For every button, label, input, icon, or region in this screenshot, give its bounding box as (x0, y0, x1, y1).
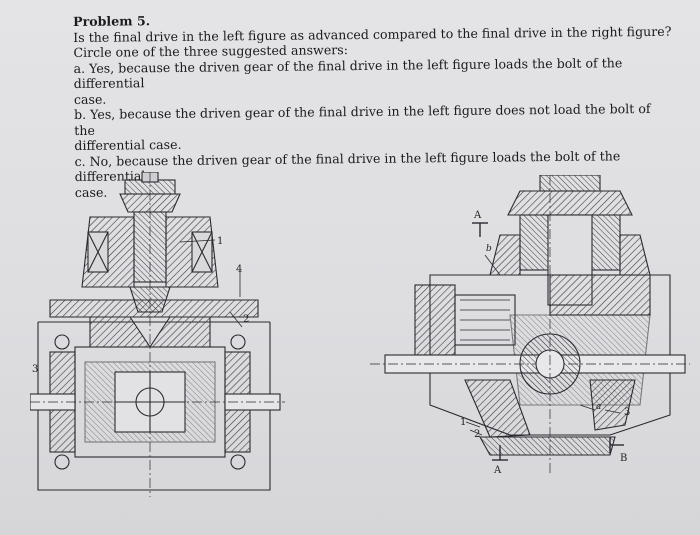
right-label-section-B: B (620, 453, 627, 464)
right-label-b: b (486, 244, 492, 254)
right-label-2: 2 (474, 429, 480, 440)
right-label-3: 3 (624, 407, 630, 418)
right-label-1: 1 (460, 417, 466, 428)
left-label-1: 1 (217, 236, 223, 247)
right-final-drive-drawing: A b a 3 1 2 A B (370, 175, 690, 476)
left-label-4: 4 (236, 264, 242, 275)
left-label-3: 3 (32, 364, 38, 375)
left-final-drive-drawing: 1 4 2 3 (30, 172, 285, 497)
right-label-section-A-bottom: A (493, 465, 502, 476)
right-label-section-A-top: A (473, 210, 482, 221)
left-label-2: 2 (243, 314, 249, 325)
right-label-a: a (596, 402, 601, 412)
